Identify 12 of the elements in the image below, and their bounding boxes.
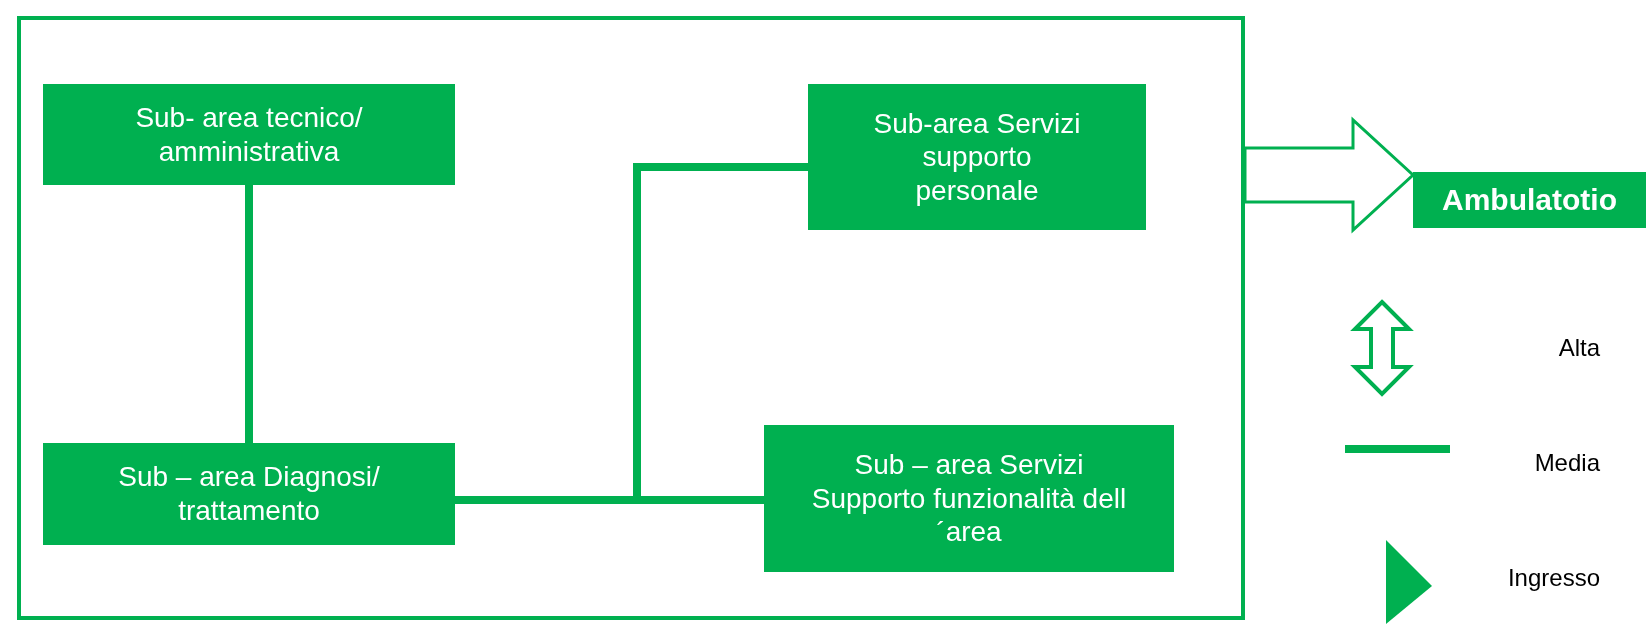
connector-line bbox=[455, 163, 808, 504]
process-box: Sub- area tecnico/ amministrativa bbox=[43, 84, 455, 185]
process-box: Sub – area Servizi Supporto funzionalità dell´area bbox=[764, 425, 1174, 572]
block-arrow bbox=[1243, 116, 1416, 234]
process-box: Sub – area Diagnosi/ trattamento bbox=[43, 443, 455, 545]
legend-label: Media bbox=[1534, 449, 1600, 477]
frame-box bbox=[17, 16, 1245, 620]
legend-label: Ingresso bbox=[1507, 564, 1600, 592]
process-box: Ambulatotio bbox=[1413, 172, 1646, 228]
connector-line bbox=[245, 185, 253, 443]
legend-label: Alta bbox=[1558, 334, 1600, 362]
process-box: Sub-area Servizi supporto personale bbox=[808, 84, 1146, 230]
